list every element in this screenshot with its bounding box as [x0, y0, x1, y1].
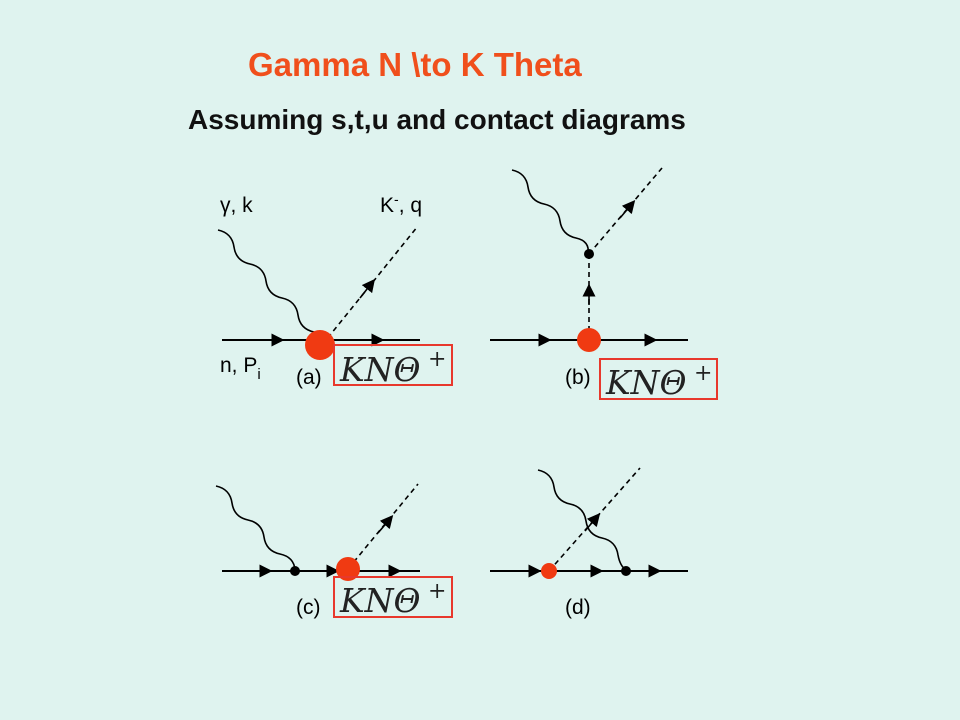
vertex-dot: [336, 557, 360, 581]
kaon-arrow: [359, 278, 376, 299]
photon-label: γ, k: [220, 194, 253, 217]
photon-line: [537, 469, 627, 571]
diagram-caption: (a): [296, 366, 322, 389]
kaon-arrow: [377, 515, 394, 534]
diagram-a: KNΘ + γ, k K-, q n, Pi (a): [217, 191, 453, 389]
kaon-line: [548, 467, 641, 572]
diagram-caption: (d): [565, 596, 591, 619]
kaon-arrow: [584, 513, 601, 532]
vertex-small-dot: [584, 249, 594, 259]
vertex-label-sup: +: [428, 579, 446, 604]
photon-line: [511, 169, 590, 255]
diagram-c: KNΘ + (c): [215, 483, 453, 620]
vertex-box: [333, 576, 453, 618]
page-subtitle: Assuming s,t,u and contact diagrams: [188, 104, 686, 135]
vertex-dot: [577, 328, 601, 352]
diagram-caption: (b): [565, 366, 591, 389]
nucleon-label: n, Pi: [220, 354, 261, 383]
vertex-dot: [541, 563, 557, 579]
vertex-label: KNΘ: [605, 363, 687, 402]
diagram-caption: (c): [296, 596, 321, 619]
vertex-label-sup: +: [428, 347, 446, 372]
kaon-label: K-, q: [380, 191, 422, 217]
photon-line: [215, 485, 296, 571]
diagram-b: KNΘ + (b): [490, 167, 718, 402]
kaon-arrow: [619, 200, 636, 219]
vertex-label: KNΘ: [339, 581, 421, 620]
vertex-box: [599, 358, 718, 400]
photon-line: [217, 229, 315, 333]
page-title: Gamma N \to K Theta: [248, 46, 582, 83]
diagram-d: (d): [490, 467, 688, 619]
vertex-small-dot: [290, 566, 300, 576]
vertex-box: [333, 344, 453, 386]
vertex-label-sup: +: [694, 361, 712, 386]
vertex-dot: [305, 330, 335, 360]
vertex-small-dot: [621, 566, 631, 576]
vertex-label: KNΘ: [339, 350, 421, 389]
